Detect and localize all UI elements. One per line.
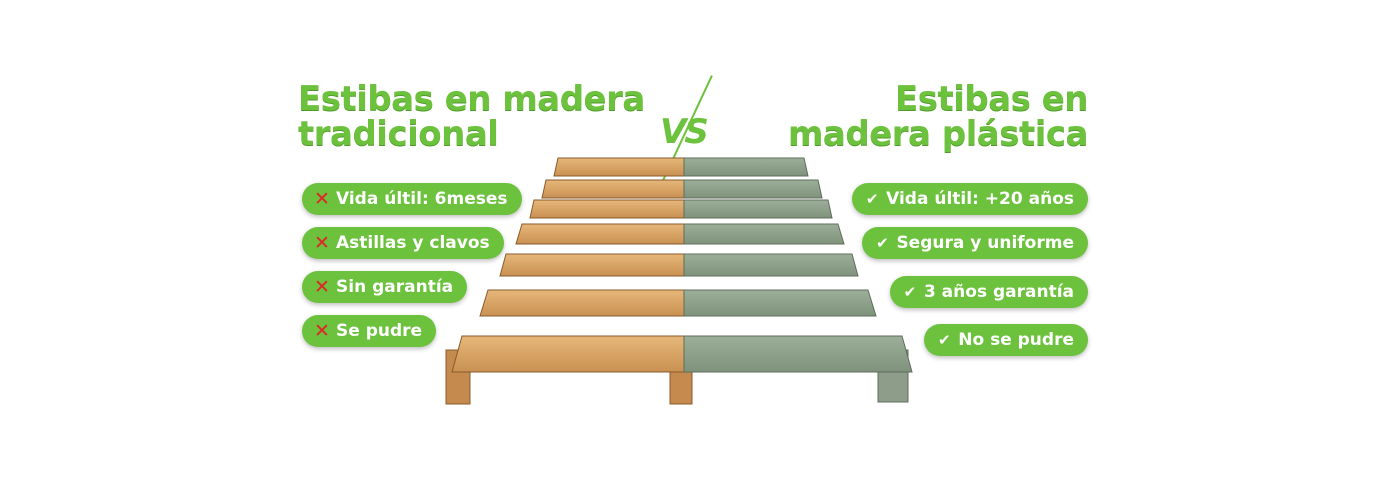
- wood-board: [479, 289, 685, 317]
- plastic-board: [683, 223, 845, 245]
- title-plastic-line2: madera plástica: [788, 114, 1089, 154]
- feature-label: Sin garantía: [336, 277, 454, 297]
- x-icon: ✕: [314, 187, 330, 210]
- wood-board: [541, 179, 685, 199]
- feature-label: Astillas y clavos: [336, 233, 490, 253]
- x-icon: ✕: [314, 231, 330, 254]
- plastic-board: [683, 157, 809, 177]
- plastic-board: [683, 253, 859, 277]
- plastic-board: [683, 199, 833, 219]
- feature-label: No se pudre: [958, 330, 1074, 350]
- wood-board: [451, 335, 685, 373]
- feature-wood-lifespan: ✕ Vida últil: 6meses: [302, 183, 522, 215]
- title-wood-line2: tradicional: [298, 114, 499, 154]
- wood-board: [499, 253, 685, 277]
- feature-label: Se pudre: [336, 321, 423, 341]
- x-icon: ✕: [314, 275, 330, 298]
- plastic-board: [683, 335, 913, 373]
- feature-wood-splinters: ✕ Astillas y clavos: [302, 227, 504, 259]
- x-icon: ✕: [314, 319, 330, 342]
- wood-board: [515, 223, 685, 245]
- check-icon: ✔: [903, 282, 917, 301]
- check-icon: ✔: [937, 330, 951, 349]
- vs-label: VS: [660, 112, 709, 152]
- feature-plastic-rot: ✔ No se pudre: [924, 324, 1088, 356]
- plastic-board: [683, 289, 877, 317]
- feature-wood-rot: ✕ Se pudre: [302, 315, 437, 347]
- feature-label: Segura y uniforme: [896, 233, 1074, 253]
- title-wood-pallets: Estibas en madera tradicional: [298, 82, 645, 152]
- feature-plastic-warranty: ✔ 3 años garantía: [889, 276, 1088, 308]
- feature-label: Vida últil: +20 años: [886, 189, 1074, 209]
- check-icon: ✔: [876, 233, 889, 252]
- title-plastic-pallets: Estibas en madera plástica: [788, 79, 1089, 154]
- feature-label: Vida últil: 6meses: [336, 189, 508, 209]
- wood-board: [529, 199, 685, 219]
- title-wood-line1: Estibas en madera: [298, 79, 645, 119]
- wood-board: [553, 157, 685, 177]
- feature-plastic-safe: ✔ Segura y uniforme: [862, 227, 1088, 259]
- title-plastic-line1: Estibas en: [895, 79, 1089, 119]
- feature-label: 3 años garantía: [923, 282, 1074, 302]
- feature-plastic-lifespan: ✔ Vida últil: +20 años: [852, 183, 1088, 215]
- plastic-board: [683, 179, 823, 199]
- pallet-illustration: [445, 157, 913, 405]
- feature-wood-warranty: ✕ Sin garantía: [302, 271, 468, 303]
- check-icon: ✔: [865, 189, 879, 208]
